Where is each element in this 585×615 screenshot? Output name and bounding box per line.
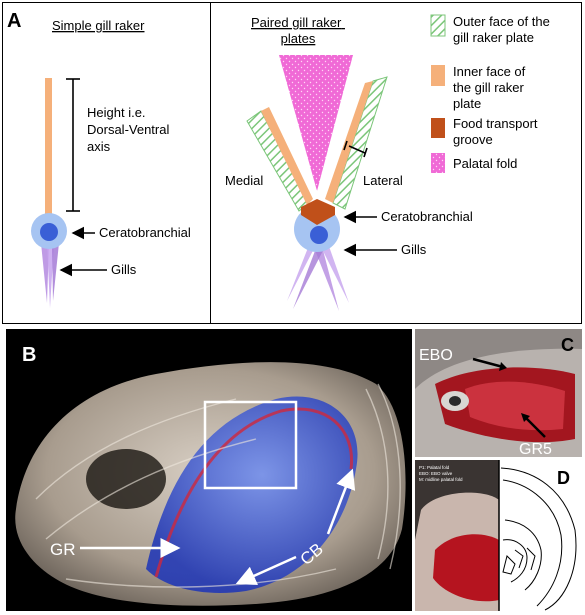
cb-arrow-down [235,555,297,585]
simple-ceratobranchial-label: Ceratobranchial [99,225,191,240]
paired-raker-title: Paired gill raker plates [251,15,345,46]
simple-gills-label: Gills [111,262,137,277]
legend-swatch-outer-face [430,14,446,37]
panel-b-letter: B [22,344,36,366]
plate-width-bracket [343,140,368,158]
eye-socket [86,449,166,509]
height-label: Height i.e. Dorsal-Ventral axis [87,105,173,154]
gr-label: GR [50,540,76,559]
simple-raker-stem [45,78,52,223]
panel-a-letter: A [7,10,21,32]
panel-a-svg: A Simple gill raker Height i.e. Dorsal-V… [7,10,553,311]
palate-red [433,534,499,602]
legend: Outer face of the gill raker plate Inner… [430,14,553,173]
legend-label-food-groove: Food transport groove [453,116,541,147]
mouth-inner [465,381,565,431]
paired-gills [287,235,349,311]
skull-ridges [35,383,401,588]
fish-pupil [449,396,461,406]
paired-ceratobranchial-core [310,226,328,244]
ebo-arrowhead [499,362,507,371]
panel-b-ct-scan: B GR CB [6,329,412,611]
food-transport-groove [301,199,335,225]
legend-label-palatal-fold: Palatal fold [453,156,517,171]
legend-swatch-inner-face [431,65,445,86]
left-plate-inner-face [261,107,313,205]
gill-arch-red [154,407,354,578]
photo-caption: P1: Palatal fold EBO: EBO valve M: midli… [419,465,463,482]
ebo-arrow [472,357,504,369]
paired-ceratobranchial-label: Ceratobranchial [381,209,473,224]
panel-d-photo-drawing: P1: Palatal fold EBO: EBO valve M: midli… [415,460,582,611]
panel-d-svg: P1: Palatal fold EBO: EBO valve M: midli… [415,460,582,611]
right-plate-outer-face [332,76,388,210]
palatal-fold-shape [279,55,353,191]
height-bracket [66,78,80,212]
paired-gills-label: Gills [401,242,427,257]
panel-b-svg: B GR CB [15,344,406,606]
palate-drawing [500,467,577,611]
legend-label-inner-face: Inner face of the gill raker plate [453,64,529,111]
simple-raker-title: Simple gill raker [52,18,145,33]
panel-a-schematic: A Simple gill raker Height i.e. Dorsal-V… [2,2,582,324]
gr5-arrowhead [521,413,530,422]
legend-label-outer-face: Outer face of the gill raker plate [453,14,553,45]
panel-d-letter: D [557,468,570,488]
lateral-label: Lateral [363,173,403,188]
simple-ceratobranchial-core [40,223,58,241]
gr5-arrow [524,416,546,438]
panel-c-svg: EBO C GR5 [415,329,582,457]
ebo-label: EBO [419,347,453,364]
gr5-label: GR5 [519,441,552,457]
zoom-box [203,400,298,490]
cb-arrow-up [326,468,356,535]
right-plate-inner-face [325,81,373,203]
medial-label: Medial [225,173,263,188]
legend-swatch-food-groove [431,118,445,138]
legend-swatch-palatal-fold [431,153,445,173]
panel-c-photo: EBO C GR5 [415,329,582,457]
panel-a-divider [210,3,211,323]
simple-raker-gills [41,243,59,308]
gill-raker-region [146,396,358,593]
panel-c-letter: C [561,335,574,355]
